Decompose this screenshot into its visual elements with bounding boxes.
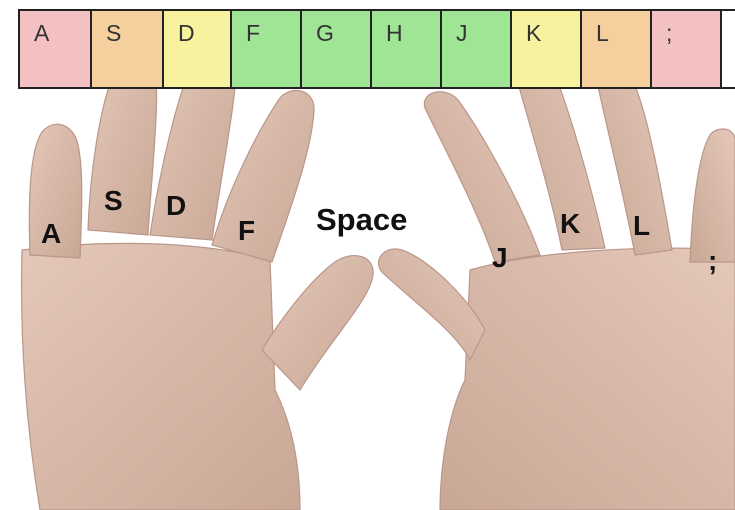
key-k: K [512, 11, 582, 87]
key-label: ; [666, 20, 672, 47]
finger-label-right-middle: K [560, 208, 580, 240]
thumbs-space-label: Space [316, 202, 407, 238]
key-label: J [456, 20, 468, 47]
finger-label-left-pinky: A [41, 218, 61, 250]
key-l: L [582, 11, 652, 87]
key-s: S [92, 11, 164, 87]
key-g: G [302, 11, 372, 87]
finger-label-left-middle: D [166, 190, 186, 222]
key-label: F [246, 20, 260, 47]
key-f: F [232, 11, 302, 87]
right-hand [379, 47, 735, 510]
key-label: A [34, 20, 49, 47]
finger-label-right-pinky: ; [708, 245, 717, 277]
key-j: J [442, 11, 512, 87]
key-d: D [164, 11, 232, 87]
key-h: H [372, 11, 442, 87]
key-label: G [316, 20, 334, 47]
key-a: A [18, 11, 92, 87]
finger-label-left-ring: S [104, 185, 123, 217]
home-row-keys: A S D F G H J K L ; [18, 9, 735, 89]
key-label: S [106, 20, 121, 47]
key-label: H [386, 20, 403, 47]
key-label: K [526, 20, 541, 47]
key-label: D [178, 20, 195, 47]
key-semicolon: ; [652, 11, 722, 87]
finger-label-left-index: F [238, 215, 255, 247]
finger-label-right-index: J [492, 242, 508, 274]
key-label: L [596, 20, 609, 47]
finger-label-right-ring: L [633, 210, 650, 242]
left-hand [22, 45, 374, 510]
